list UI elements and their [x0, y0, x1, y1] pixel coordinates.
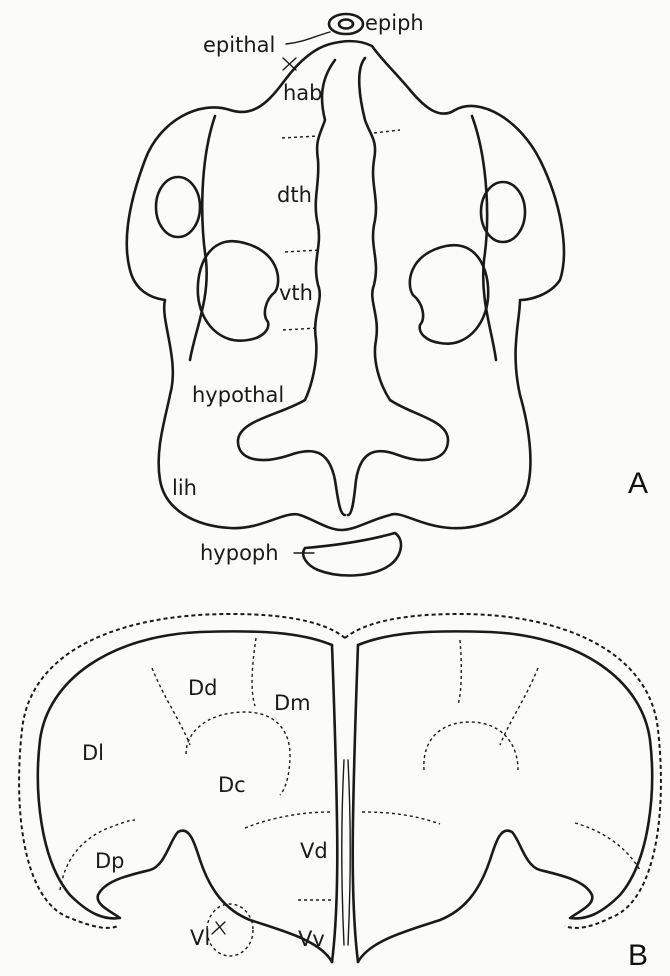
- right-hemisphere-outline: [358, 631, 652, 962]
- midline-right: [353, 645, 358, 962]
- panel-a-diencephalon: epiph epithal hab dth vth hypothal lih h…: [127, 11, 648, 575]
- label-Dc: Dc: [218, 773, 246, 797]
- hab-dth-boundary-right: [374, 130, 400, 133]
- ventricle-right-wall: [348, 58, 448, 515]
- dth-vth-boundary: [285, 250, 320, 252]
- left-hemisphere-outline: [38, 631, 332, 962]
- vl-cross: [212, 922, 225, 934]
- label-Dm: Dm: [274, 691, 311, 715]
- label-Dd: Dd: [188, 676, 218, 700]
- left-kidney: [198, 241, 278, 340]
- left-lateral-contour: [190, 116, 215, 360]
- hypophysis: [303, 533, 401, 575]
- epithal-leader: [286, 32, 330, 44]
- div-right-4: [575, 823, 640, 870]
- label-epiph: epiph: [365, 11, 424, 35]
- label-dth: dth: [277, 183, 312, 207]
- label-vth: vth: [279, 281, 313, 305]
- label-Vl: Vl: [190, 926, 210, 950]
- panel-letter-b: B: [628, 939, 648, 972]
- right-kidney: [410, 245, 488, 344]
- label-Dp: Dp: [95, 849, 125, 873]
- label-Dl: Dl: [82, 741, 104, 765]
- div-right-3: [424, 722, 518, 770]
- div-dd-dm: [252, 638, 256, 706]
- vl-region: [207, 904, 253, 956]
- div-dd-dl: [152, 668, 190, 745]
- panel-b-telencephalon: Dd Dm Dl Dc Dp Vd Vl Vv B: [19, 614, 661, 972]
- label-hypothal: hypothal: [192, 383, 284, 407]
- label-hab: hab: [283, 81, 323, 105]
- div-vd-left: [245, 812, 330, 828]
- midline-left: [332, 645, 337, 962]
- hab-dth-boundary: [282, 136, 318, 138]
- label-Vd: Vd: [300, 839, 328, 863]
- label-hypoph: hypoph: [200, 541, 279, 565]
- epiphysis-outer: [329, 14, 363, 34]
- div-right-1: [500, 668, 538, 745]
- div-right-5: [362, 812, 440, 824]
- vth-hypothal-boundary: [283, 328, 318, 330]
- label-Vv: Vv: [298, 927, 325, 951]
- label-lih: lih: [172, 476, 197, 500]
- epiphysis-inner: [339, 20, 353, 29]
- label-epithal: epithal: [203, 33, 275, 57]
- panel-a-outline: [127, 41, 564, 530]
- left-circle: [156, 177, 200, 237]
- panel-letter-a: A: [628, 467, 648, 500]
- div-right-2: [458, 640, 461, 705]
- midline-ventricle-slit: [342, 760, 351, 945]
